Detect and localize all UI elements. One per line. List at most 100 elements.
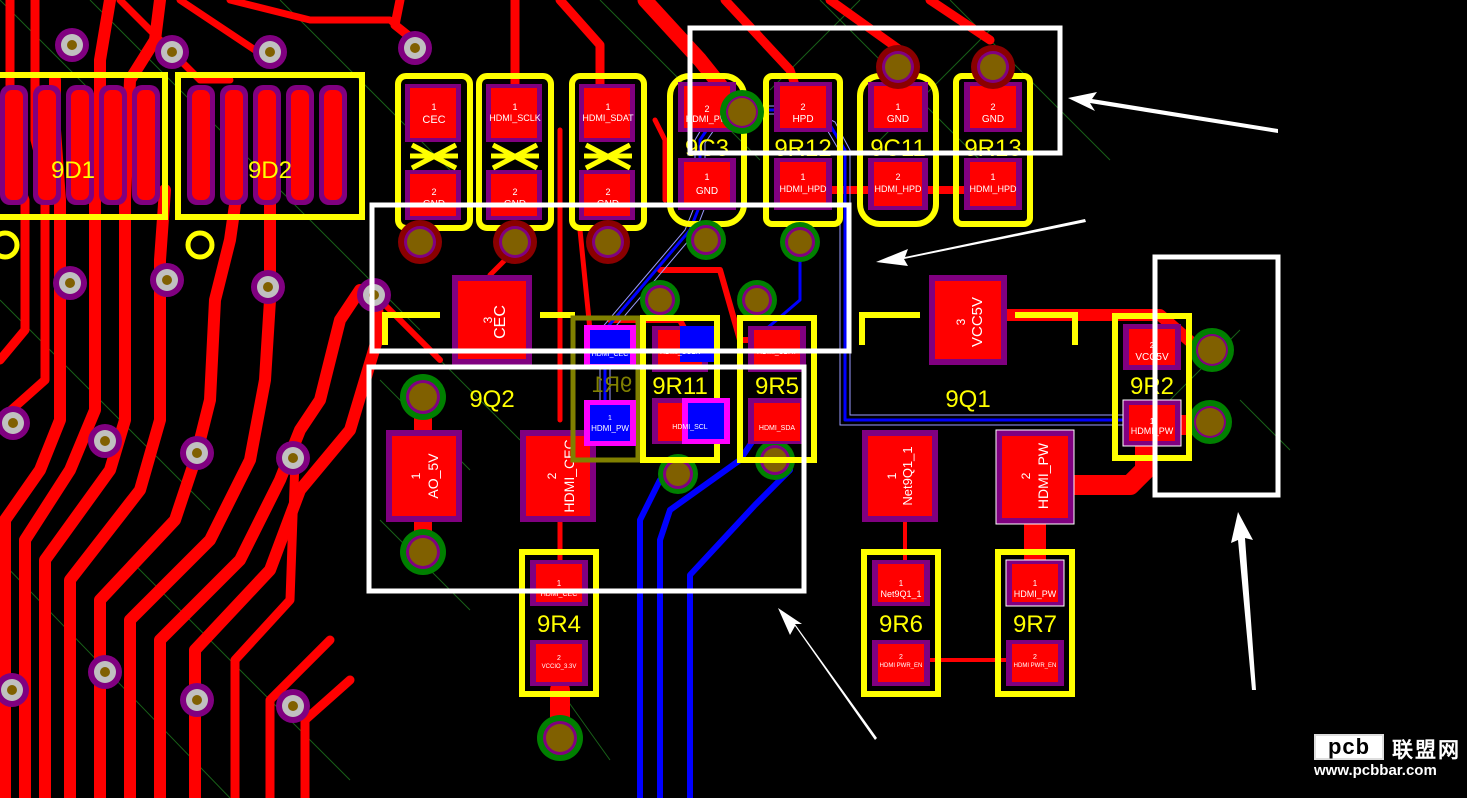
svg-text:Net9Q1_1: Net9Q1_1 <box>880 589 921 599</box>
connector-9d1[interactable]: 9D1 <box>0 72 168 220</box>
highlight-box-right <box>1152 254 1281 498</box>
transistor-9q2[interactable]: 3 CEC 1 AO_5V 2 HDMI_CEC 9Q2 <box>382 275 596 522</box>
svg-text:HDMI_PW: HDMI_PW <box>591 424 629 433</box>
svg-text:1: 1 <box>704 172 709 182</box>
label-9r13: 9R13 <box>964 135 1021 162</box>
svg-text:HDMI PWR_EN: HDMI PWR_EN <box>1014 663 1057 669</box>
svg-text:1: 1 <box>899 579 904 588</box>
mount-hole-9d2 <box>185 230 215 260</box>
svg-text:HDMI_CEC: HDMI_CEC <box>592 351 629 358</box>
svg-text:1: 1 <box>885 472 899 479</box>
label-9r5: 9R5 <box>755 373 799 400</box>
svg-text:3: 3 <box>481 316 495 323</box>
label-9d2: 9D2 <box>248 157 292 184</box>
svg-text:VCC5V: VCC5V <box>1135 352 1169 363</box>
svg-text:HDMI_HPD: HDMI_HPD <box>779 184 827 194</box>
svg-text:HDMI_SDA: HDMI_SDA <box>759 425 796 432</box>
label-9r12: 9R12 <box>774 135 831 162</box>
component-9r4[interactable]: 1 HDMI_CEC 2 VCCIO_3.3V 9R4 <box>519 549 599 697</box>
svg-text:HDMI_PW: HDMI_PW <box>1014 589 1057 599</box>
svg-text:AO_5V: AO_5V <box>425 453 441 499</box>
svg-text:2: 2 <box>545 472 559 479</box>
svg-text:HDMI_PW: HDMI_PW <box>1131 426 1174 436</box>
label-9r7: 9R7 <box>1013 611 1057 638</box>
watermark-chinese-text: 联盟网 <box>1392 738 1461 762</box>
component-9r7[interactable]: 1 HDMI_PW 2 HDMI PWR_EN 9R7 <box>995 549 1075 697</box>
svg-text:HDMI_PW: HDMI_PW <box>686 114 729 124</box>
svg-text:GND: GND <box>982 114 1004 125</box>
svg-text:1: 1 <box>608 415 612 422</box>
svg-text:2: 2 <box>512 187 517 197</box>
label-9d1: 9D1 <box>51 157 95 184</box>
svg-text:2: 2 <box>899 654 903 661</box>
component-9r13[interactable]: 2 GND 1 HDMI_HPD 9R13 <box>953 73 1033 227</box>
label-9c11: 9C11 <box>870 135 926 162</box>
svg-text:1: 1 <box>605 102 610 112</box>
svg-text:2: 2 <box>800 102 805 112</box>
svg-text:2: 2 <box>704 104 709 114</box>
mount-hole-left <box>0 230 20 260</box>
annotation-arrows <box>778 92 1278 740</box>
svg-text:2: 2 <box>895 172 900 182</box>
label-9r6: 9R6 <box>879 611 923 638</box>
highlight-box-middle <box>369 202 852 354</box>
arrow-to-middle-box <box>876 219 1086 266</box>
label-9q1: 9Q1 <box>945 386 990 413</box>
svg-text:VCC5V: VCC5V <box>969 297 986 347</box>
svg-text:2: 2 <box>1019 472 1033 479</box>
arrow-to-q2-box <box>778 608 877 740</box>
highlight-box-top <box>687 25 1063 156</box>
label-9r2: 9R2 <box>1130 373 1174 400</box>
connector-9d2[interactable]: 9D2 <box>175 72 365 220</box>
svg-text:2: 2 <box>557 655 561 662</box>
highlight-box-q2 <box>366 364 807 594</box>
svg-text:1: 1 <box>990 172 995 182</box>
svg-text:2: 2 <box>1150 341 1155 350</box>
arrow-to-top-box <box>1068 92 1278 133</box>
svg-text:2: 2 <box>605 187 610 197</box>
watermark-url: www.pcbbar.com <box>1314 762 1437 779</box>
svg-text:1: 1 <box>557 579 562 588</box>
annotation-boxes <box>366 25 1281 594</box>
svg-text:1: 1 <box>1150 417 1155 426</box>
svg-text:GND: GND <box>887 114 909 125</box>
svg-text:HDMI_SDAT: HDMI_SDAT <box>582 113 634 123</box>
component-9r1-bottom[interactable]: HDMI_CEC 1 HDMI_PW 9R1 <box>570 315 641 463</box>
svg-text:1: 1 <box>895 102 900 112</box>
svg-text:3: 3 <box>954 318 968 325</box>
svg-text:2: 2 <box>431 187 436 197</box>
svg-text:Net9Q1_1: Net9Q1_1 <box>900 446 915 505</box>
svg-text:1: 1 <box>512 102 517 112</box>
component-9c11[interactable]: 1 GND 2 HDMI_HPD 9C11 <box>857 73 939 227</box>
svg-text:2: 2 <box>990 102 995 112</box>
svg-text:1: 1 <box>800 172 805 182</box>
svg-text:2: 2 <box>1033 654 1037 661</box>
svg-text:HPD: HPD <box>792 114 813 125</box>
svg-text:HDMI_HPD: HDMI_HPD <box>874 184 922 194</box>
label-9r1-mirrored: 9R1 <box>592 372 632 397</box>
pcbbar-watermark: pcb 联盟网 www.pcbbar.com <box>1310 732 1465 782</box>
svg-text:1: 1 <box>1033 579 1038 588</box>
svg-text:CEC: CEC <box>422 114 445 126</box>
svg-text:HDMI PWR_EN: HDMI PWR_EN <box>880 663 923 669</box>
label-9r4: 9R4 <box>537 611 581 638</box>
transistor-9q1[interactable]: 3 VCC5V 1 Net9Q1_1 2 HDMI_PW 9Q1 <box>859 275 1078 525</box>
vias-pads <box>398 45 1234 761</box>
svg-text:HDMI_SCLK: HDMI_SCLK <box>489 113 541 123</box>
label-9r11: 9R11 <box>652 373 708 400</box>
label-9q2: 9Q2 <box>469 386 514 413</box>
pcb-logo: pcb <box>1314 734 1384 760</box>
svg-text:HDMI_PW: HDMI_PW <box>1035 442 1051 509</box>
component-9r12[interactable]: 2 HPD 1 HDMI_HPD 9R12 <box>763 73 843 227</box>
svg-text:HDMI_CEC: HDMI_CEC <box>541 591 578 598</box>
svg-text:1: 1 <box>431 102 436 112</box>
component-9r6[interactable]: 1 Net9Q1_1 2 HDMI PWR_EN 9R6 <box>861 549 941 697</box>
svg-text:GND: GND <box>696 186 718 197</box>
svg-text:1: 1 <box>409 472 423 479</box>
component-9r2[interactable]: 2 VCC5V 1 HDMI_PW 9R2 <box>1112 313 1192 461</box>
svg-text:HDMI_SCL: HDMI_SCL <box>672 424 708 431</box>
component-9r11[interactable]: HDMI_SCLK HDMI_SCL 9R11 <box>640 315 730 463</box>
svg-text:VCCIO_3.3V: VCCIO_3.3V <box>542 664 577 670</box>
svg-text:CEC: CEC <box>492 305 509 339</box>
